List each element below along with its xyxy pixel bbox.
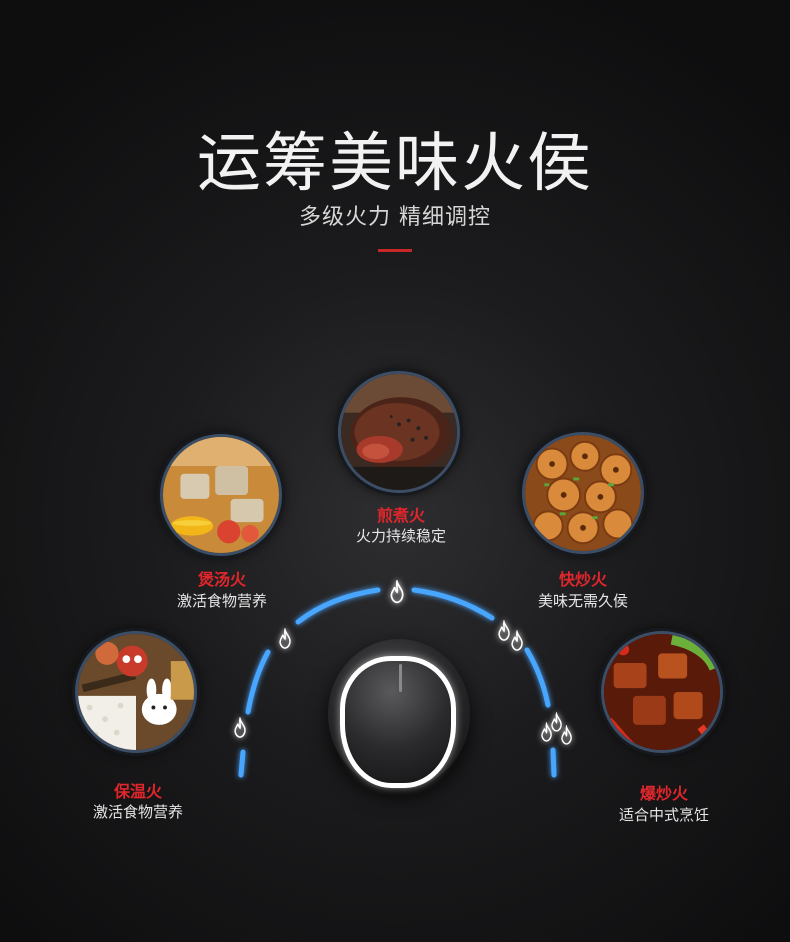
dish-desc-baochao: 适合中式烹饪 bbox=[618, 806, 709, 824]
flame-icon bbox=[551, 713, 562, 732]
spicy-stirfry-photo bbox=[601, 631, 723, 753]
dish-name-jianzhu: 煎煮火 bbox=[376, 506, 425, 525]
flame-icon bbox=[234, 718, 246, 738]
dish-name-baochao: 爆炒火 bbox=[639, 784, 688, 803]
dish-name-baotang: 煲汤火 bbox=[197, 570, 246, 589]
dish-desc-kuaichao: 美味无需久侯 bbox=[537, 592, 628, 610]
page-subtitle: 多级火力 精细调控 bbox=[299, 205, 491, 230]
flame-icon bbox=[279, 629, 291, 649]
knob-ring bbox=[340, 656, 456, 788]
soup-photo bbox=[160, 434, 282, 556]
flame-icon bbox=[561, 726, 572, 745]
dish-desc-baotang: 激活食物营养 bbox=[176, 592, 267, 610]
bento-photo bbox=[75, 631, 197, 753]
steak-photo bbox=[338, 371, 460, 493]
flame-icon bbox=[541, 723, 552, 742]
dish-desc-baowen: 激活食物营养 bbox=[92, 803, 183, 821]
dish-name-kuaichao: 快炒火 bbox=[558, 570, 607, 589]
knob-pointer bbox=[399, 664, 402, 692]
flame-icon bbox=[498, 621, 510, 641]
dish-name-baowen: 保温火 bbox=[113, 782, 162, 801]
title-divider bbox=[378, 249, 412, 252]
flame-icon bbox=[390, 580, 404, 604]
flame-icon bbox=[511, 631, 523, 651]
page-title: 运筹美味火侯 bbox=[197, 127, 593, 201]
dish-desc-jianzhu: 火力持续稳定 bbox=[355, 527, 446, 545]
lotus-root-stirfry-photo bbox=[522, 432, 644, 554]
